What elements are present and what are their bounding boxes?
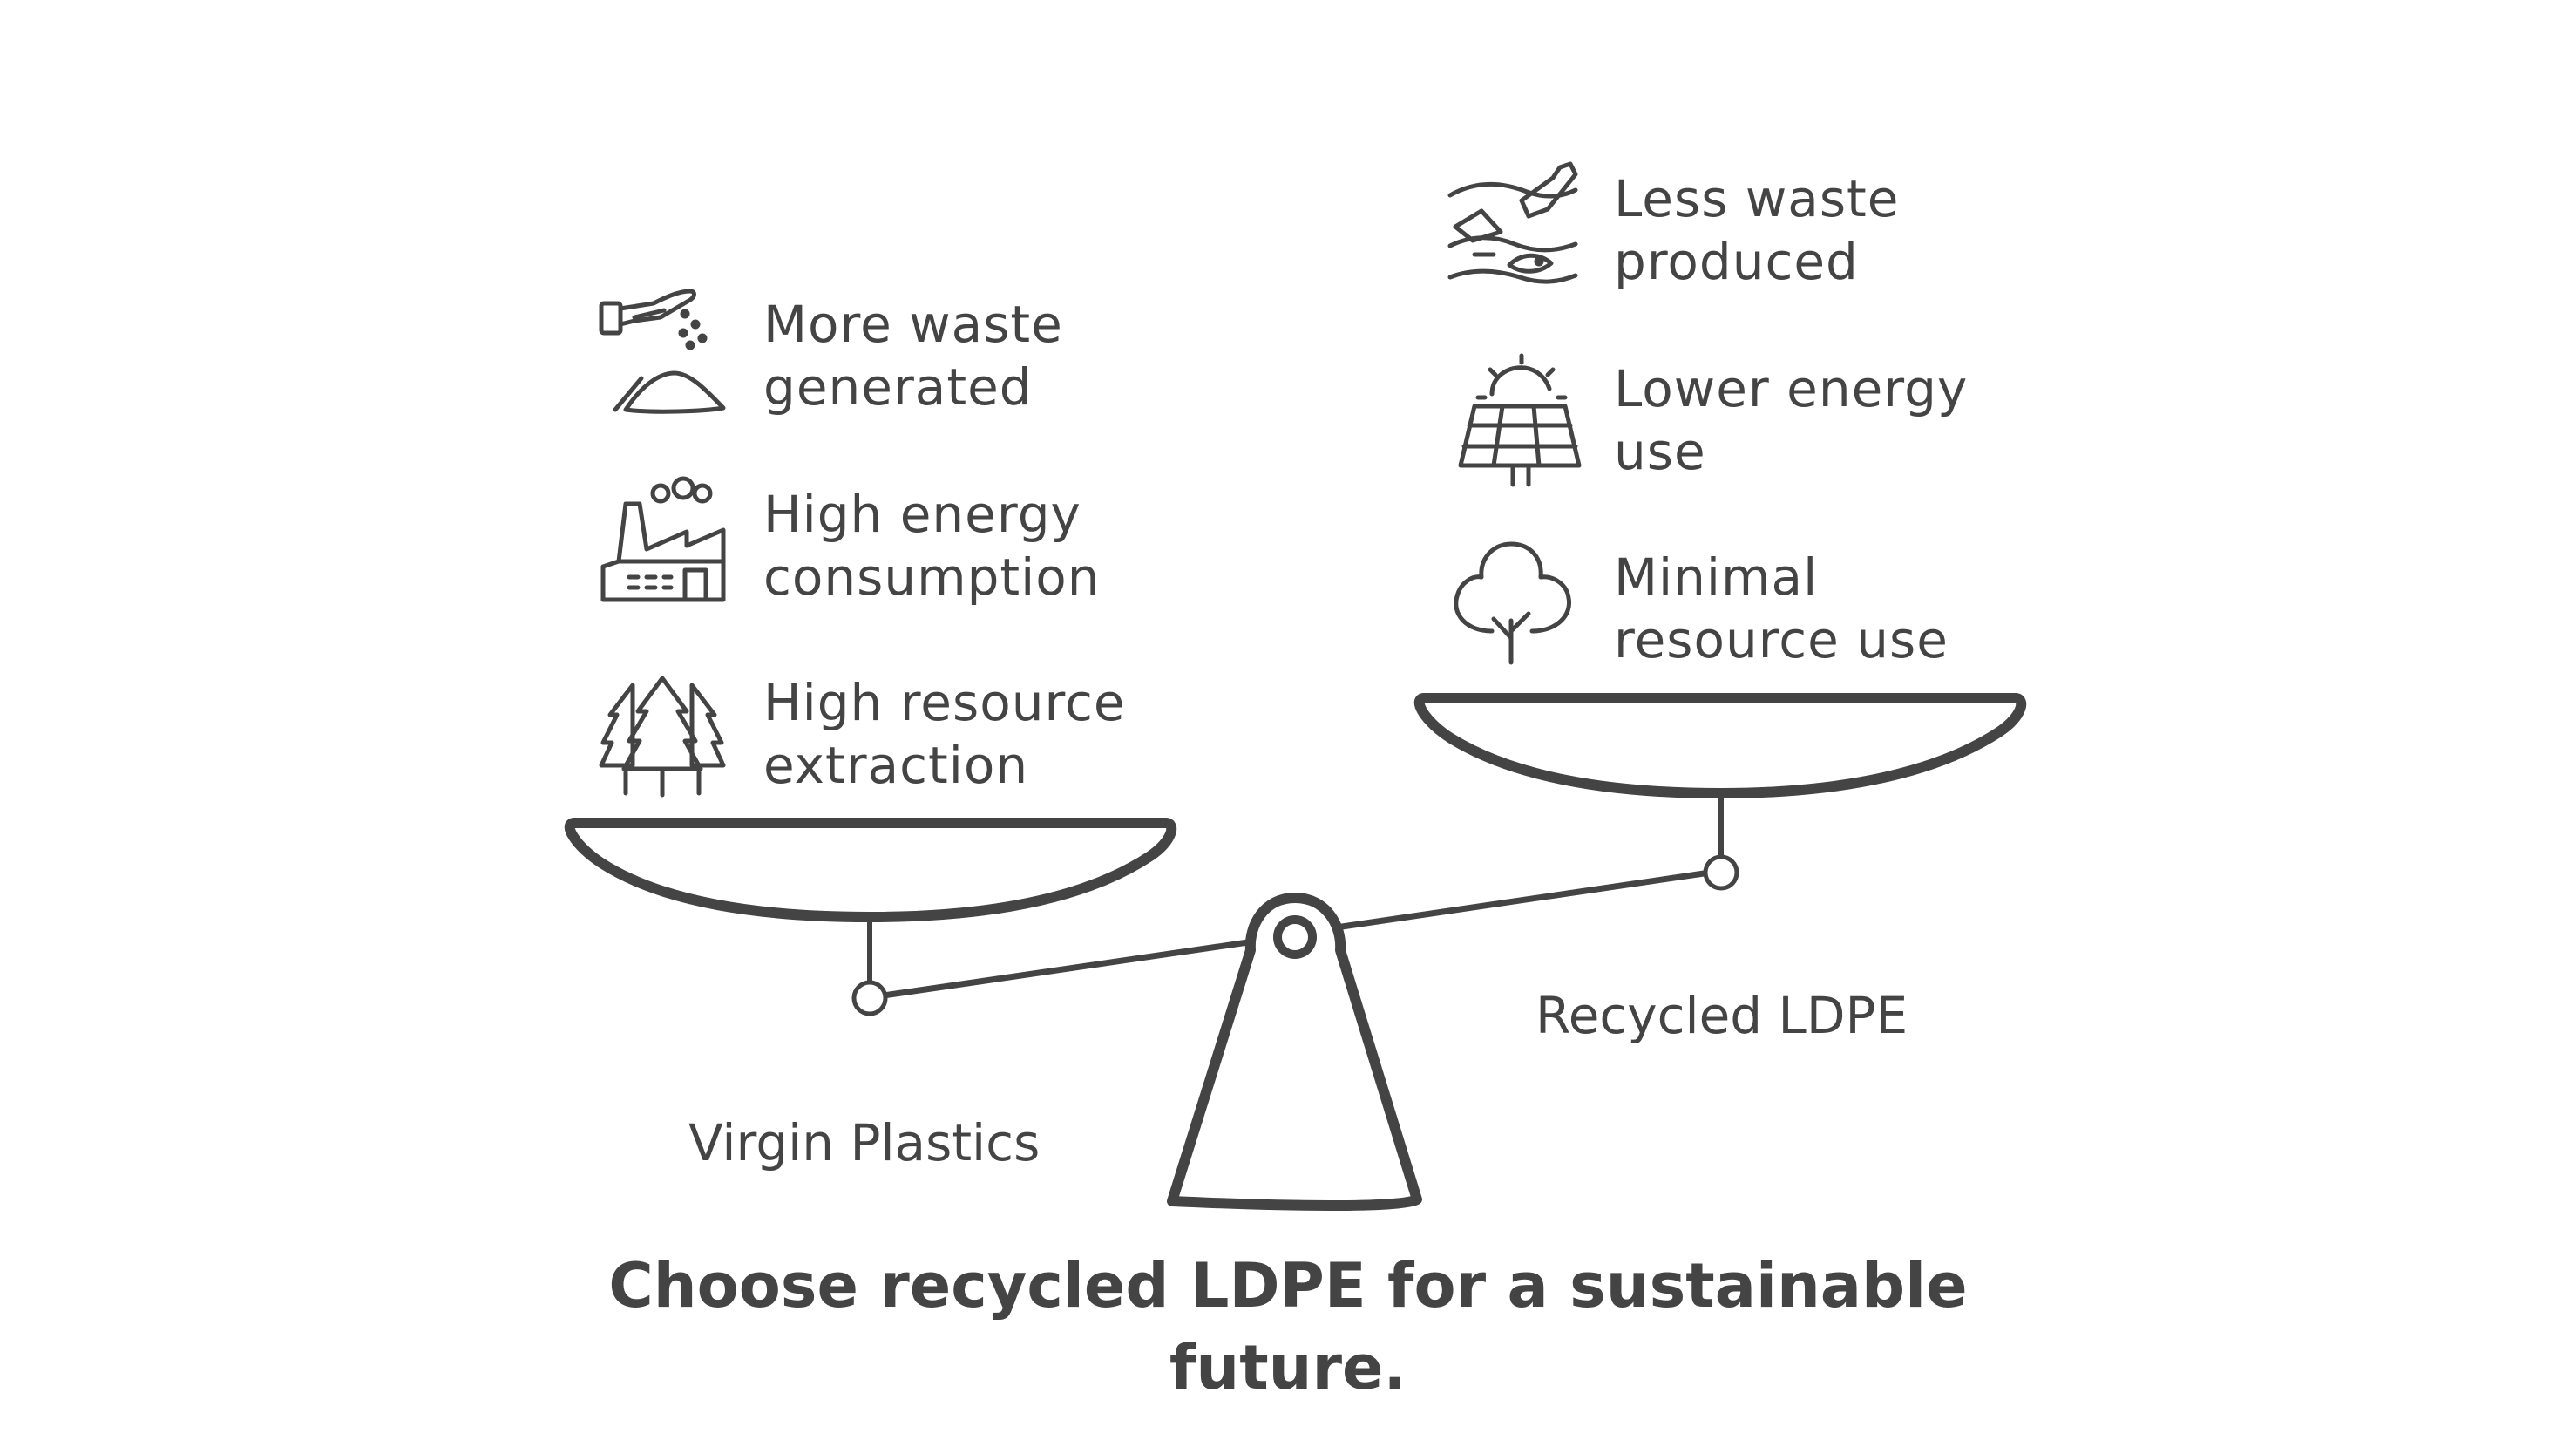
left-item-2-label: High energy consumption bbox=[763, 483, 1101, 608]
left-item-2-line2: consumption bbox=[763, 547, 1101, 607]
right-item-2-label: Lower energy use bbox=[1614, 357, 1968, 483]
left-item-2-line1: High energy bbox=[763, 485, 1081, 544]
right-item-1-label: Less waste produced bbox=[1614, 167, 1899, 293]
right-item-2-line1: Lower energy bbox=[1614, 359, 1969, 418]
tree-icon bbox=[1454, 541, 1572, 665]
left-scale-pan bbox=[564, 818, 1177, 922]
solar-panel-sun-icon bbox=[1458, 353, 1582, 487]
caption-line-1: Choose recycled LDPE for a sustainable bbox=[608, 1250, 1968, 1322]
ocean-bottle-icon bbox=[1447, 161, 1578, 284]
caption-line-2: future. bbox=[1169, 1332, 1407, 1403]
left-item-3-line1: High resource bbox=[763, 673, 1126, 732]
virgin-plastics-label: Virgin Plastics bbox=[688, 1113, 1041, 1172]
right-item-3-label: Minimal resource use bbox=[1614, 546, 1949, 671]
fulcrum-pivot bbox=[1273, 915, 1317, 959]
right-item-1-line2: produced bbox=[1614, 232, 1859, 291]
right-item-2-line2: use bbox=[1614, 422, 1706, 481]
diagram-caption: Choose recycled LDPE for a sustainable f… bbox=[0, 1245, 2576, 1409]
right-item-1-line1: Less waste bbox=[1614, 169, 1900, 228]
scale-fulcrum bbox=[1167, 893, 1422, 1212]
scale-beam bbox=[880, 869, 1713, 999]
factory-smoke-icon bbox=[600, 476, 726, 602]
left-item-3-label: High resource extraction bbox=[763, 671, 1126, 797]
left-item-1-line2: generated bbox=[763, 357, 1033, 417]
recycled-ldpe-label: Recycled LDPE bbox=[1535, 986, 1908, 1045]
right-item-3-line1: Minimal bbox=[1614, 547, 1819, 607]
left-item-3-line2: extraction bbox=[763, 736, 1029, 795]
left-item-1-label: More waste generated bbox=[763, 293, 1063, 418]
right-item-3-line2: resource use bbox=[1614, 610, 1949, 669]
pine-trees-icon bbox=[599, 676, 726, 798]
hand-pouring-waste-icon bbox=[599, 289, 726, 414]
right-scale-pan bbox=[1413, 693, 2027, 798]
left-item-1-line1: More waste bbox=[763, 295, 1063, 354]
left-pan-joint bbox=[851, 980, 888, 1016]
right-pan-joint bbox=[1703, 854, 1739, 891]
